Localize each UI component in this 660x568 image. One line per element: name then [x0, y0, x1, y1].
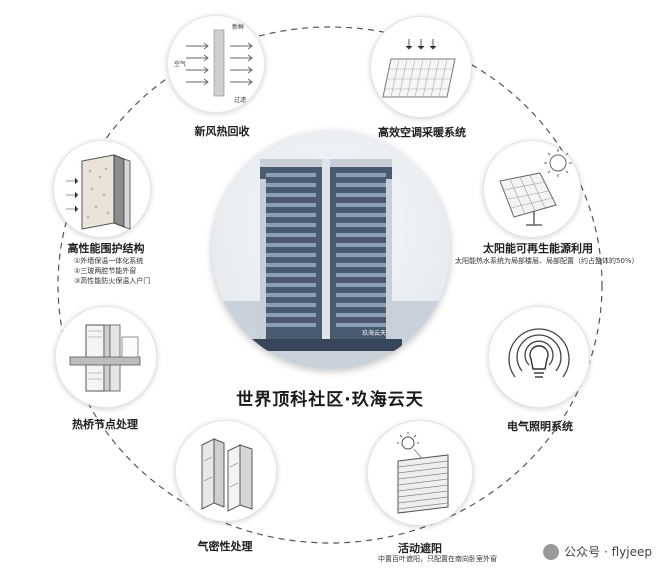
- window-frame-profile-icon: [201, 438, 253, 512]
- envelope-item: ②三玻两腔节能外窗: [74, 267, 137, 275]
- watermark-text: 公众号 · flyjeep: [564, 545, 652, 559]
- wechat-icon: [543, 543, 560, 560]
- shading-note: 中置百叶遮阳，只配置在南向卧室外窗: [378, 555, 497, 563]
- node-solar: [483, 140, 581, 238]
- wall-section-icon: [69, 324, 141, 392]
- label-lighting: 电气照明系统: [507, 420, 573, 433]
- node-thermal-bridge: [55, 306, 157, 408]
- svg-text:新鲜: 新鲜: [232, 23, 244, 31]
- label-fresh-air: 新风热回收: [194, 125, 250, 138]
- building-illustration: 玖海云天: [212, 159, 450, 369]
- solar-panel-icon: [499, 149, 572, 226]
- label-solar: 太阳能可再生能源利用: [483, 242, 593, 255]
- heat-exchanger-icon: 新鲜 空气 过滤: [174, 23, 253, 104]
- envelope-item: ③高性能防火保温入户门: [74, 277, 151, 285]
- node-airtight: [175, 420, 277, 522]
- node-hvac: [370, 16, 472, 118]
- label-envelope: 高性能围护结构: [67, 242, 145, 255]
- center-title: 世界顶科社区·玖海云天: [236, 390, 424, 410]
- envelope-items: ①外墙保温一体化系统 ②三玻两腔节能外窗 ③高性能防火保温入户门: [74, 256, 150, 286]
- node-lighting: [488, 306, 590, 408]
- label-thermal-bridge: 热桥节点处理: [72, 418, 138, 431]
- solar-note: 太阳能热水系统为局部楼层、局部配置（约占整体的50%）: [455, 257, 639, 265]
- svg-text:空气: 空气: [174, 60, 186, 68]
- node-shading: [367, 420, 473, 526]
- label-airtight: 气密性处理: [197, 540, 253, 553]
- light-bulb-icon: [508, 328, 570, 378]
- louver-shade-icon: [397, 432, 449, 514]
- node-fresh-air: 新鲜 空气 过滤: [167, 15, 265, 113]
- watermark: 公众号 · flyjeep: [543, 543, 652, 560]
- insulated-wall-icon: [66, 154, 131, 230]
- label-shading: 活动遮阳: [398, 542, 442, 555]
- svg-text:过滤: 过滤: [234, 96, 246, 104]
- envelope-item: ①外墙保温一体化系统: [74, 257, 144, 265]
- building-tag: 玖海云天: [362, 329, 386, 337]
- ceiling-radiant-panel-icon: [382, 39, 456, 98]
- node-envelope: [53, 140, 151, 238]
- label-hvac: 高效空调采暖系统: [378, 126, 466, 139]
- center-building-image: 玖海云天: [212, 131, 450, 369]
